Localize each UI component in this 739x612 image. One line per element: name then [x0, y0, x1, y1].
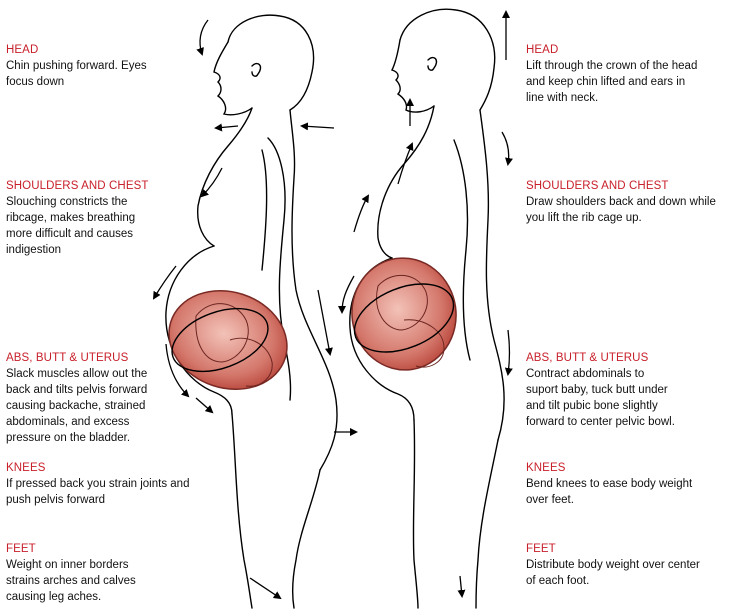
left-knees-text: If pressed back you strain joints and pu…: [6, 476, 226, 508]
right-abs-heading: ABS, BUTT & UTERUS: [526, 351, 736, 366]
right-abs-text: Contract abdominals to suport baby, tuck…: [526, 366, 736, 430]
right-uterus: [345, 251, 464, 376]
right-shoulders-section: SHOULDERS AND CHEST Draw shoulders back …: [526, 179, 738, 226]
left-feet-section: FEET Weight on inner borders strains arc…: [6, 542, 206, 605]
left-abs-text: Slack muscles allow out the back and til…: [6, 366, 206, 446]
left-head-text: Chin pushing forward. Eyes focus down: [6, 58, 206, 90]
left-head-heading: HEAD: [6, 43, 206, 58]
right-knees-section: KNEES Bend knees to ease body weight ove…: [526, 461, 736, 508]
right-feet-text: Distribute body weight over center of ea…: [526, 557, 736, 589]
right-feet-section: FEET Distribute body weight over center …: [526, 542, 736, 589]
left-knees-heading: KNEES: [6, 461, 226, 476]
right-abs-section: ABS, BUTT & UTERUS Contract abdominals t…: [526, 351, 736, 430]
right-head-text: Lift through the crown of the head and k…: [526, 58, 736, 106]
left-feet-heading: FEET: [6, 542, 206, 557]
right-feet-heading: FEET: [526, 542, 736, 557]
right-shoulders-heading: SHOULDERS AND CHEST: [526, 179, 738, 194]
right-head-heading: HEAD: [526, 43, 736, 58]
left-shoulders-section: SHOULDERS AND CHEST Slouching constricts…: [6, 179, 206, 258]
right-knees-heading: KNEES: [526, 461, 736, 476]
left-shoulders-text: Slouching constricts the ribcage, makes …: [6, 194, 206, 258]
left-head-section: HEAD Chin pushing forward. Eyes focus do…: [6, 43, 206, 90]
left-shoulders-heading: SHOULDERS AND CHEST: [6, 179, 206, 194]
left-knees-section: KNEES If pressed back you strain joints …: [6, 461, 226, 508]
left-feet-text: Weight on inner borders strains arches a…: [6, 557, 206, 605]
left-abs-heading: ABS, BUTT & UTERUS: [6, 351, 206, 366]
right-shoulders-text: Draw shoulders back and down while you l…: [526, 194, 738, 226]
right-knees-text: Bend knees to ease body weight over feet…: [526, 476, 736, 508]
right-head-section: HEAD Lift through the crown of the head …: [526, 43, 736, 106]
left-abs-section: ABS, BUTT & UTERUS Slack muscles allow o…: [6, 351, 206, 446]
